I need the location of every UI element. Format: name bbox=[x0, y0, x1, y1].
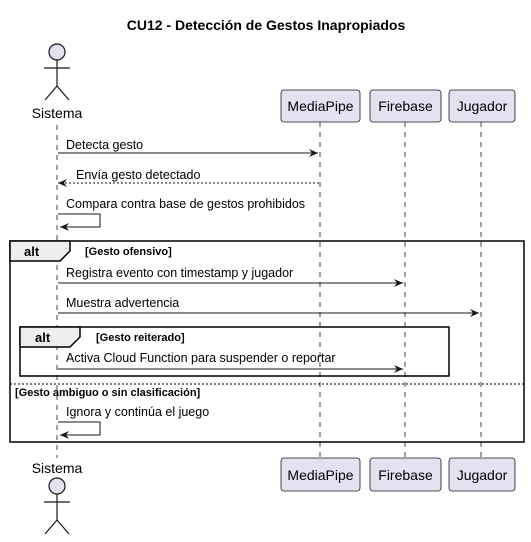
alt-fragment-outer-label: alt bbox=[24, 244, 40, 259]
participant-firebase-label: Firebase bbox=[378, 98, 433, 114]
alt-fragment-outer-tab bbox=[9, 240, 71, 262]
alt-fragment-outer-guard: [Gesto ofensivo] bbox=[85, 246, 172, 258]
participant-jugador-bottom: Jugador bbox=[448, 457, 516, 492]
participant-jugador-label: Jugador bbox=[457, 98, 508, 114]
participant-mediapipe-label: MediaPipe bbox=[287, 98, 353, 114]
alt-else-guard: [Gesto ambiguo o sin clasificación] bbox=[15, 387, 201, 399]
participant-mediapipe-bottom: MediaPipe bbox=[280, 457, 361, 492]
actor-sistema-label: Sistema bbox=[32, 460, 83, 476]
alt-fragment-outer bbox=[9, 240, 525, 443]
diagram-title: CU12 - Detección de Gestos Inapropiados bbox=[127, 17, 406, 33]
participant-jugador-top: Jugador bbox=[448, 89, 516, 123]
message-label: Ignora y continúa el juego bbox=[66, 405, 209, 419]
participant-firebase-label: Firebase bbox=[378, 467, 433, 483]
message-label: Muestra advertencia bbox=[66, 296, 179, 310]
participant-firebase-bottom: Firebase bbox=[369, 457, 442, 492]
message-label: Registra evento con timestamp y jugador bbox=[66, 266, 293, 280]
participant-jugador-label: Jugador bbox=[457, 467, 508, 483]
message-label: Compara contra base de gestos prohibidos bbox=[66, 197, 305, 211]
alt-fragment-inner-label: alt bbox=[35, 330, 51, 345]
message-label: Envía gesto detectado bbox=[76, 168, 200, 182]
message-label: Detecta gesto bbox=[66, 138, 143, 152]
participant-mediapipe-top: MediaPipe bbox=[280, 89, 361, 123]
alt-fragment-inner-guard: [Gesto reiterado] bbox=[96, 332, 185, 344]
actor-sistema-top: Sistema bbox=[32, 43, 83, 121]
actor-sistema-label: Sistema bbox=[32, 105, 83, 121]
participant-mediapipe-label: MediaPipe bbox=[287, 467, 353, 483]
self-message-arrow bbox=[58, 213, 101, 231]
participant-firebase-top: Firebase bbox=[369, 89, 442, 123]
message-label: Activa Cloud Function para suspender o r… bbox=[66, 351, 336, 365]
actor-sistema-bottom: Sistema bbox=[32, 460, 83, 535]
alt-fragment-inner bbox=[19, 326, 450, 377]
self-message-arrow bbox=[58, 421, 101, 439]
alt-fragment-inner-tab bbox=[19, 326, 81, 348]
